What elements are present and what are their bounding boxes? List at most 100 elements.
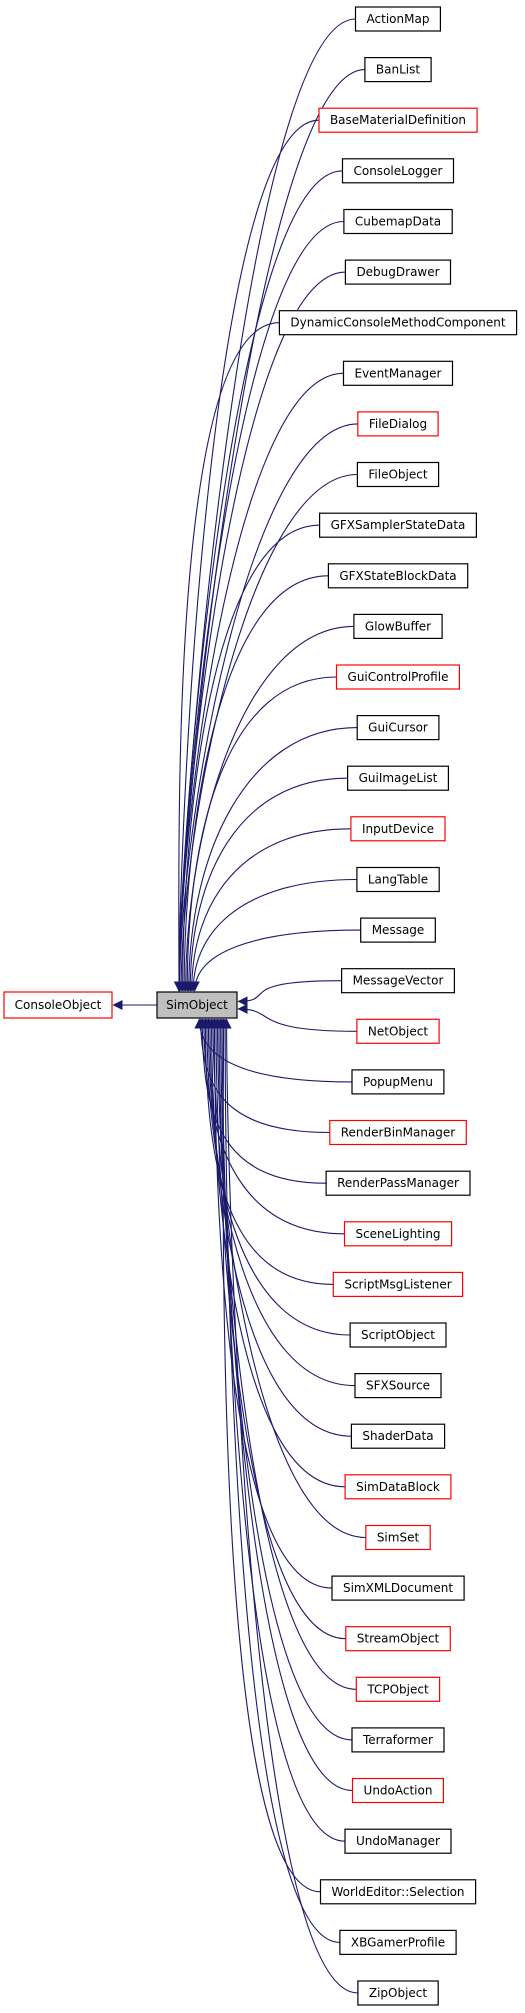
node-basematerialdefinition[interactable]: BaseMaterialDefinition bbox=[318, 107, 478, 133]
node-message[interactable]: Message bbox=[360, 917, 436, 943]
node-simset[interactable]: SimSet bbox=[365, 1524, 431, 1551]
edge-gfxstateblockdata bbox=[179, 575, 329, 992]
node-undomanager-label: UndoManager bbox=[356, 1834, 440, 1848]
node-simset-label: SimSet bbox=[377, 1531, 420, 1545]
node-consoleobject[interactable]: ConsoleObject bbox=[3, 991, 113, 1019]
edge-tcpobject bbox=[212, 1018, 357, 1690]
node-glowbuffer[interactable]: GlowBuffer bbox=[353, 613, 443, 640]
node-renderpassmanager-box bbox=[325, 1170, 471, 1196]
node-fileobject-label: FileObject bbox=[368, 468, 427, 482]
node-simxmldocument-box bbox=[331, 1575, 465, 1601]
node-renderbinmanager-label: RenderBinManager bbox=[341, 1126, 456, 1140]
node-popupmenu[interactable]: PopupMenu bbox=[351, 1069, 445, 1095]
node-consolelogger-label: ConsoleLogger bbox=[353, 164, 442, 178]
edge-xbgamerprofile bbox=[220, 1018, 340, 1943]
class-nodes: ConsoleObject SimObject ActionMapBanListBa… bbox=[3, 6, 518, 2006]
node-dynamicconsolemethodcomponent[interactable]: DynamicConsoleMethodComponent bbox=[278, 310, 518, 336]
node-fileobject-box bbox=[356, 461, 440, 488]
node-simdatablock-box bbox=[344, 1474, 452, 1500]
node-messagevector[interactable]: MessageVector bbox=[341, 968, 456, 994]
edge-dynamicconsolemethodcomponent bbox=[173, 322, 280, 992]
node-streamobject[interactable]: StreamObject bbox=[345, 1626, 451, 1652]
node-guicontrolprofile-label: GuiControlProfile bbox=[348, 670, 449, 684]
node-tcpobject[interactable]: TCPObject bbox=[355, 1676, 441, 1702]
node-worldeditor-selection[interactable]: WorldEditor::Selection bbox=[319, 1879, 477, 1905]
node-scriptmsglistener[interactable]: ScriptMsgListener bbox=[332, 1271, 464, 1298]
node-banlist[interactable]: BanList bbox=[364, 56, 432, 83]
node-netobject-label: NetObject bbox=[368, 1024, 428, 1038]
node-zipobject-box bbox=[357, 1980, 439, 2006]
node-xbgamerprofile[interactable]: XBGamerProfile bbox=[339, 1929, 457, 1956]
node-sfxsource[interactable]: SFXSource bbox=[354, 1372, 442, 1399]
node-fileobject[interactable]: FileObject bbox=[356, 461, 440, 488]
node-eventmanager-box bbox=[342, 360, 454, 386]
edge-inputdevice bbox=[186, 828, 351, 992]
node-eventmanager[interactable]: EventManager bbox=[342, 360, 454, 386]
node-scenelighting[interactable]: SceneLighting bbox=[343, 1221, 453, 1247]
node-consolelogger[interactable]: ConsoleLogger bbox=[341, 158, 455, 184]
node-inputdevice[interactable]: InputDevice bbox=[350, 816, 446, 842]
node-inputdevice-label: InputDevice bbox=[362, 822, 434, 836]
node-gfxsamplerstatedata-box bbox=[319, 512, 478, 538]
node-renderpassmanager[interactable]: RenderPassManager bbox=[325, 1170, 471, 1196]
edge-guiimagelist bbox=[185, 777, 348, 992]
node-guicursor[interactable]: GuiCursor bbox=[356, 714, 440, 741]
node-shaderdata[interactable]: ShaderData bbox=[350, 1423, 446, 1449]
node-xbgamerprofile-label: XBGamerProfile bbox=[351, 1935, 445, 1949]
node-guicontrolprofile[interactable]: GuiControlProfile bbox=[335, 664, 461, 690]
node-scriptobject[interactable]: ScriptObject bbox=[349, 1322, 447, 1348]
node-glowbuffer-label: GlowBuffer bbox=[365, 619, 431, 633]
node-zipobject[interactable]: ZipObject bbox=[357, 1980, 439, 2006]
node-undoaction-label: UndoAction bbox=[364, 1784, 433, 1798]
node-debugdrawer[interactable]: DebugDrawer bbox=[344, 259, 452, 285]
node-undoaction[interactable]: UndoAction bbox=[351, 1777, 445, 1804]
edge-messagevector bbox=[237, 980, 342, 1007]
node-langtable-box bbox=[356, 866, 440, 893]
node-gfxstateblockdata[interactable]: GFXStateBlockData bbox=[327, 563, 469, 589]
node-gfxstateblockdata-box bbox=[327, 563, 469, 589]
edge-guicontrolprofile bbox=[182, 676, 337, 992]
node-basematerialdefinition-box bbox=[318, 107, 478, 133]
node-simdatablock-label: SimDataBlock bbox=[356, 1480, 440, 1494]
node-simxmldocument[interactable]: SimXMLDocument bbox=[331, 1575, 465, 1601]
node-guiimagelist-box bbox=[347, 765, 450, 791]
edge-actionmap bbox=[174, 18, 356, 992]
node-basematerialdefinition-label: BaseMaterialDefinition bbox=[330, 113, 466, 127]
node-terraformer[interactable]: Terraformer bbox=[351, 1727, 445, 1753]
node-simxmldocument-label: SimXMLDocument bbox=[343, 1581, 453, 1595]
node-messagevector-label: MessageVector bbox=[353, 974, 444, 988]
node-gfxsamplerstatedata[interactable]: GFXSamplerStateData bbox=[319, 512, 478, 538]
edge-eventmanager bbox=[174, 372, 344, 992]
node-undoaction-box bbox=[351, 1777, 445, 1804]
node-simobject-box bbox=[156, 991, 238, 1019]
edge-renderbinmanager bbox=[195, 1018, 330, 1134]
node-undomanager[interactable]: UndoManager bbox=[344, 1828, 452, 1854]
node-simdatablock[interactable]: SimDataBlock bbox=[344, 1474, 452, 1500]
node-simobject[interactable]: SimObject bbox=[156, 991, 238, 1019]
node-renderbinmanager[interactable]: RenderBinManager bbox=[329, 1119, 467, 1146]
edge-undoaction bbox=[215, 1018, 353, 1792]
node-cubemapdata[interactable]: CubemapData bbox=[343, 208, 453, 235]
node-dynamicconsolemethodcomponent-box bbox=[278, 310, 518, 336]
node-banlist-label: BanList bbox=[376, 63, 420, 77]
node-messagevector-box bbox=[341, 968, 456, 994]
node-shaderdata-box bbox=[350, 1423, 446, 1449]
node-filedialog-label: FileDialog bbox=[369, 417, 427, 431]
node-netobject[interactable]: NetObject bbox=[356, 1018, 440, 1044]
edge-langtable bbox=[188, 878, 357, 992]
node-shaderdata-label: ShaderData bbox=[362, 1429, 433, 1443]
node-cubemapdata-box bbox=[343, 208, 453, 235]
edge-filedialog bbox=[174, 423, 358, 992]
node-langtable-label: LangTable bbox=[368, 873, 428, 887]
node-actionmap[interactable]: ActionMap bbox=[354, 6, 442, 32]
node-netobject-box bbox=[356, 1018, 440, 1044]
node-filedialog[interactable]: FileDialog bbox=[357, 411, 439, 437]
edge-message bbox=[189, 929, 361, 992]
node-scenelighting-label: SceneLighting bbox=[355, 1227, 440, 1241]
node-scriptobject-box bbox=[349, 1322, 447, 1348]
node-renderpassmanager-label: RenderPassManager bbox=[337, 1176, 459, 1190]
node-langtable[interactable]: LangTable bbox=[356, 866, 440, 893]
node-consoleobject-box bbox=[3, 991, 113, 1019]
node-guiimagelist[interactable]: GuiImageList bbox=[347, 765, 450, 791]
